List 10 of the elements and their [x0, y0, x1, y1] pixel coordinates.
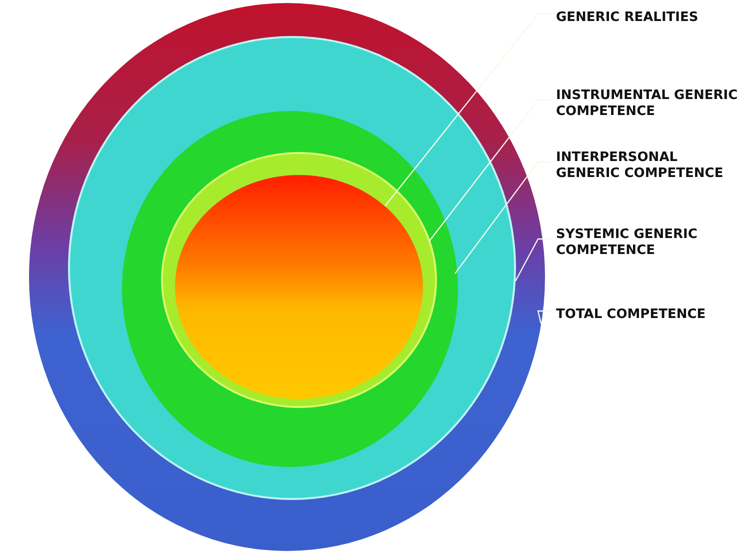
leader-line: [514, 238, 552, 282]
layer-label: TOTAL COMPETENCE: [556, 307, 741, 323]
leader-line: [384, 13, 552, 206]
layer-label: SYSTEMIC GENERIC COMPETENCE: [556, 227, 741, 259]
layer-label: INTERPERSONAL GENERIC COMPETENCE: [556, 150, 741, 182]
layer-label: GENERIC REALITIES: [556, 10, 741, 26]
layer-label: INSTRUMENTAL GENERIC COMPETENCE: [556, 88, 741, 120]
leader-line: [428, 99, 552, 242]
leader-line: [454, 161, 552, 274]
leader-line: [537, 310, 552, 324]
